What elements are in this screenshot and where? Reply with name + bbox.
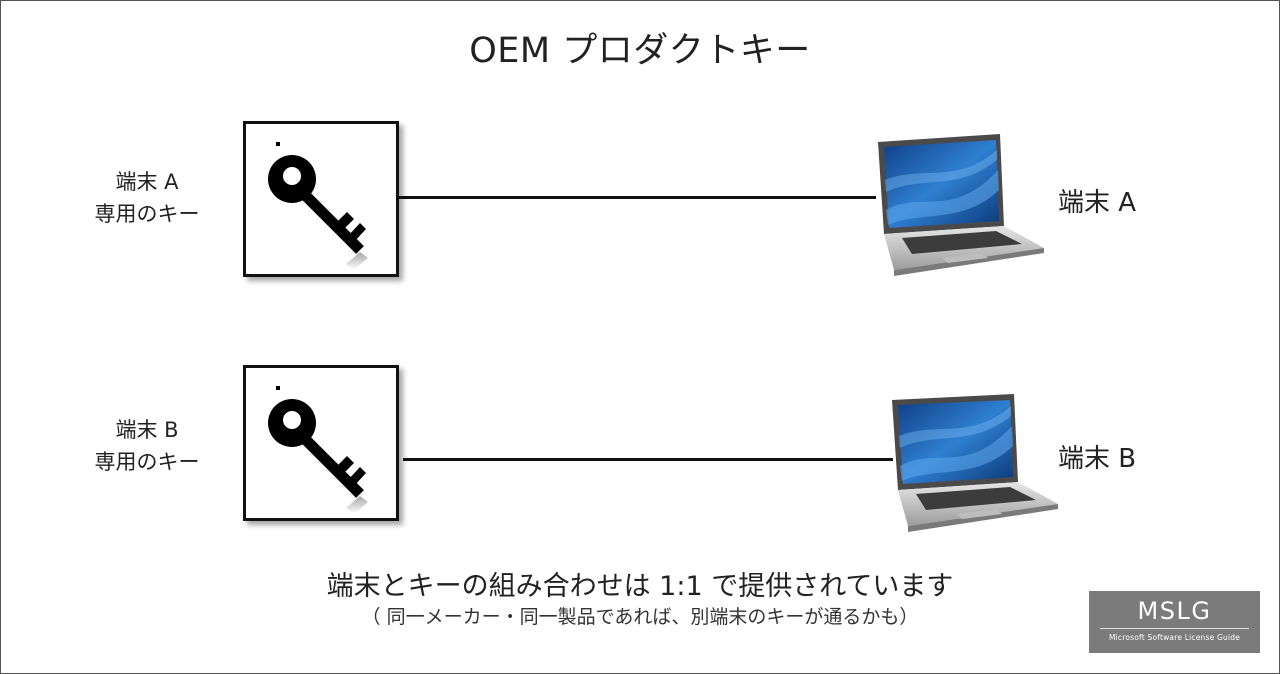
device-label-b: 端末 B	[1058, 444, 1137, 474]
key-label-b-line1: 端末 B	[115, 418, 179, 442]
key-box-b	[243, 365, 399, 521]
key-label-a-line1: 端末 A	[115, 170, 179, 194]
mslg-logo: MSLG Microsoft Software License Guide	[1089, 591, 1260, 653]
note-main: 端末とキーの組み合わせは 1:1 で提供されています	[326, 571, 954, 602]
logo-divider	[1100, 628, 1249, 629]
key-box-a	[243, 121, 399, 277]
key-label-b-line2: 専用のキー	[94, 450, 200, 474]
key-label-a: 端末 A 専用のキー	[62, 166, 232, 230]
note-sub: （ 同一メーカー・同一製品であれば、別端末のキーが通るかも）	[361, 606, 919, 628]
laptop-icon	[878, 134, 1044, 276]
key-label-a-line2: 専用のキー	[94, 202, 200, 226]
connector-line-b	[403, 458, 893, 461]
key-label-b: 端末 B 専用のキー	[62, 414, 232, 478]
device-label-a: 端末 A	[1058, 188, 1137, 218]
connector-line-a	[396, 196, 876, 199]
laptop-icon	[892, 394, 1058, 532]
key-icon	[268, 142, 368, 270]
logo-sub-text: Microsoft Software License Guide	[1108, 633, 1241, 642]
logo-main-text: MSLG	[1137, 597, 1212, 625]
diagram-title: OEM プロダクトキー	[469, 31, 811, 71]
key-icon	[268, 386, 368, 514]
